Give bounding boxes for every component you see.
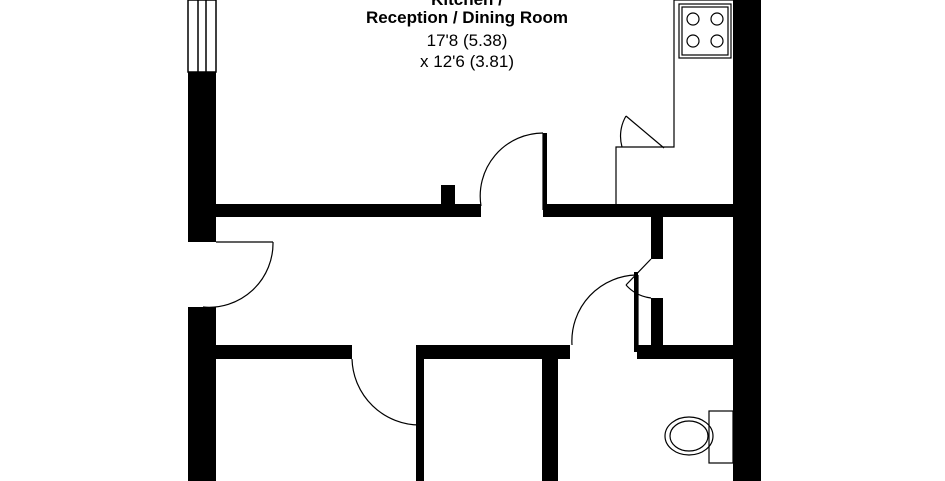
- entrance-door: [202, 241, 274, 308]
- hall-wall-lower-mid: [420, 345, 570, 359]
- toilet-seat: [669, 420, 709, 452]
- entrance-door-arc: [202, 241, 274, 308]
- hob-icon: [678, 3, 732, 59]
- cupboard-door-leaf: [625, 258, 652, 286]
- cupboard-door-arc: [625, 284, 652, 299]
- kitchen-door-jamb: [543, 133, 547, 217]
- wall-column: [441, 185, 455, 205]
- room-name-line-2: Reception / Dining Room: [365, 8, 569, 27]
- kitchen-door-arc: [479, 132, 544, 207]
- bathroom-door-jamb: [634, 272, 638, 352]
- hob-ring-2: [710, 12, 724, 26]
- hob-ring-3: [686, 34, 700, 48]
- right-wall: [733, 0, 761, 481]
- cupboard-wall-left-bottom: [651, 298, 663, 348]
- bathroom-door-arc: [571, 274, 639, 346]
- hob-inner: [681, 6, 729, 56]
- counter-outline: [615, 0, 675, 204]
- window-frame: [187, 0, 217, 73]
- toilet-bowl: [664, 416, 714, 456]
- left-wall-upper: [188, 72, 216, 242]
- room-name-line-1: Kitchen /: [431, 0, 503, 10]
- hob-ring-4: [710, 34, 724, 48]
- walls: [188, 0, 761, 481]
- cupboard-wall-left-top: [651, 217, 663, 259]
- window: [187, 0, 217, 73]
- kitchen-cupboard-door-leaf: [625, 115, 665, 149]
- toilet-icon: [664, 410, 734, 464]
- kitchen-door: [479, 132, 544, 210]
- room-dimension-line-2: x 12'6 (3.81): [420, 52, 514, 71]
- bedroom-door-arc: [351, 358, 421, 426]
- room-dimension-line-1: 17'8 (5.38): [426, 31, 508, 50]
- hob-frame: [678, 3, 732, 59]
- toilet-cistern: [708, 410, 734, 464]
- doors: [202, 132, 652, 426]
- cupboard-door: [625, 258, 652, 299]
- kitchen-counter: [615, 0, 733, 204]
- bathroom-wall-top: [637, 345, 733, 359]
- kitchen-wall-right: [546, 204, 733, 217]
- kitchen-cupboard-door-arc: [619, 115, 627, 148]
- bedroom-partition-right: [542, 357, 558, 481]
- kitchen-cupboard-door: [619, 115, 665, 149]
- hall-wall-lower-left: [216, 345, 352, 359]
- bedroom-door: [351, 358, 421, 426]
- bathroom-door: [571, 274, 639, 352]
- hob-ring-1: [686, 12, 700, 26]
- kitchen-wall-left: [216, 204, 481, 217]
- left-wall-lower: [188, 307, 216, 481]
